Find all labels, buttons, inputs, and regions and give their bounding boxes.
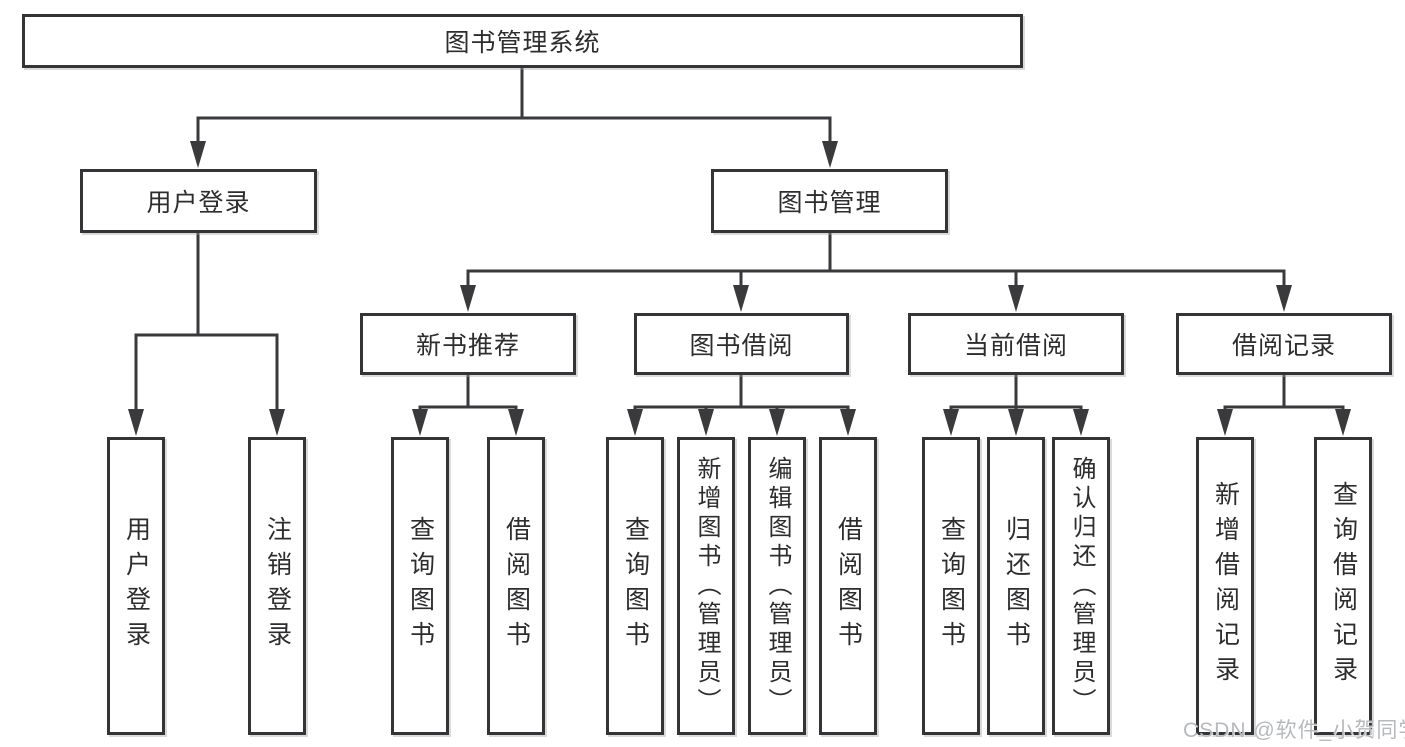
leaf-label: 查询图书 (937, 516, 966, 656)
leaf-label: 借阅图书 (502, 516, 531, 656)
leaf-label: 确认归还（管理员） (1068, 455, 1095, 717)
leaf-label: 查询图书 (621, 516, 650, 656)
leaf-label: 注销登录 (263, 516, 292, 656)
node-new-book-recommend: 新书推荐 (360, 313, 576, 375)
node-book-borrow: 图书借阅 (634, 313, 849, 375)
node-library-management-system: 图书管理系统 (22, 14, 1023, 68)
leaf-label: 新增借阅记录 (1211, 481, 1240, 691)
node-label: 借阅记录 (1231, 332, 1336, 360)
csdn-watermark: CSDN @软件_小贺同学 (1183, 719, 1405, 742)
node-label: 新书推荐 (415, 332, 520, 360)
leaf-label: 编辑图书（管理员） (764, 455, 791, 717)
leaf-logout: 注销登录 (248, 437, 306, 735)
leaf-label: 用户登录 (122, 516, 151, 656)
leaf-edit-books-admin: 编辑图书（管理员） (748, 437, 806, 735)
node-label: 图书管理系统 (444, 29, 601, 57)
leaf-user-login: 用户登录 (107, 437, 165, 735)
node-label: 用户登录 (146, 189, 251, 217)
node-label: 图书借阅 (689, 332, 794, 360)
leaf-return-books: 归还图书 (987, 437, 1045, 735)
node-label: 图书管理 (777, 189, 882, 217)
leaf-query-books-recommend: 查询图书 (391, 437, 449, 735)
node-label: 当前借阅 (963, 332, 1068, 360)
leaf-label: 新增图书（管理员） (693, 455, 720, 717)
leaf-query-books-current: 查询图书 (922, 437, 980, 735)
leaf-query-books-borrow: 查询图书 (606, 437, 664, 735)
leaf-confirm-return-admin: 确认归还（管理员） (1052, 437, 1110, 735)
leaf-label: 查询借阅记录 (1329, 481, 1358, 691)
leaf-label: 借阅图书 (834, 516, 863, 656)
leaf-borrow-books-recommend: 借阅图书 (487, 437, 545, 735)
leaf-query-borrow-record: 查询借阅记录 (1314, 437, 1372, 735)
leaf-add-books-admin: 新增图书（管理员） (677, 437, 735, 735)
leaf-label: 查询图书 (406, 516, 435, 656)
leaf-borrow-books: 借阅图书 (819, 437, 877, 735)
leaf-add-borrow-record: 新增借阅记录 (1196, 437, 1254, 735)
node-current-borrow: 当前借阅 (908, 313, 1124, 375)
node-borrow-records: 借阅记录 (1176, 313, 1392, 375)
node-book-management: 图书管理 (711, 169, 948, 233)
node-user-login: 用户登录 (80, 169, 317, 233)
leaf-label: 归还图书 (1002, 516, 1031, 656)
